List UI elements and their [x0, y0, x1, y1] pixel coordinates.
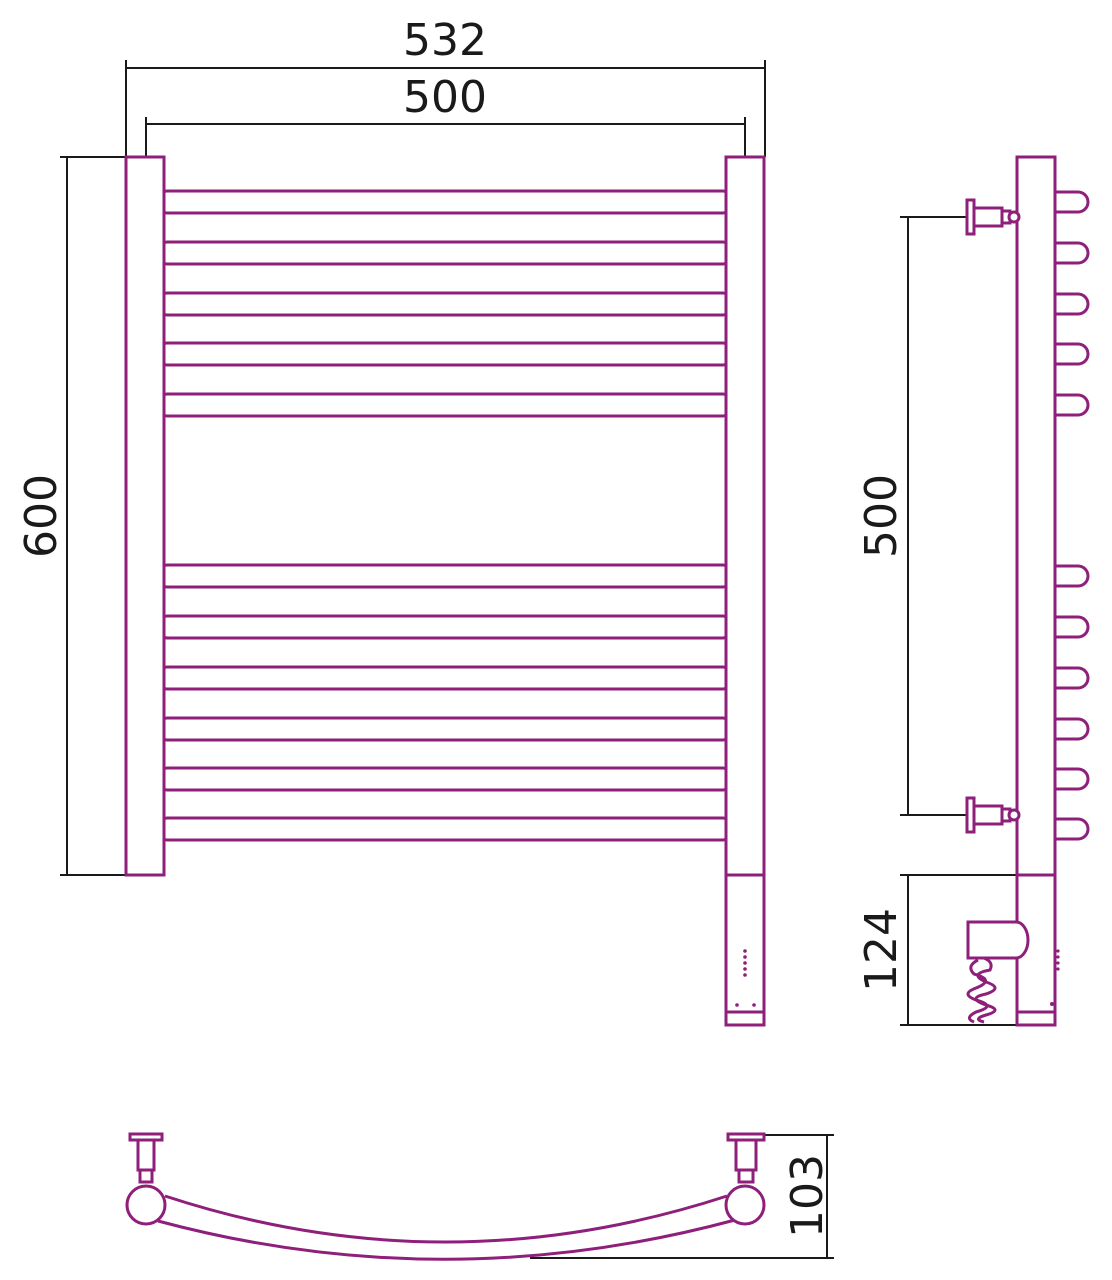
label-overall-width: 532 — [403, 15, 487, 66]
dimension-side-center-height: 500 — [856, 216, 968, 816]
dimension-depth: 103 — [530, 1134, 834, 1259]
right-upright — [724, 155, 766, 1027]
rail-loop-4 — [1055, 342, 1090, 366]
side-rail-loops — [1055, 190, 1090, 841]
rail-loop-6 — [1055, 564, 1090, 588]
front-crossbars — [158, 189, 732, 842]
rail-loop-11 — [1055, 817, 1090, 841]
crossbar-5 — [158, 392, 732, 418]
crossbar-3 — [158, 291, 732, 317]
wall-mount-top — [965, 198, 1021, 236]
left-upright — [124, 155, 166, 877]
side-indicator-dots — [1050, 949, 1060, 1006]
crossbar-11 — [158, 816, 732, 842]
top-right-mount — [724, 1132, 766, 1226]
label-center-width: 500 — [403, 72, 487, 123]
label-side-center-height: 500 — [856, 474, 907, 558]
heater-indicator-dots — [735, 949, 756, 1007]
crossbar-10 — [158, 766, 732, 792]
rail-loop-3 — [1055, 292, 1090, 316]
rail-loop-9 — [1055, 717, 1090, 741]
crossbar-7 — [158, 614, 732, 640]
rail-loop-10 — [1055, 767, 1090, 791]
dimension-heater-height: 124 — [856, 874, 1017, 1026]
wall-mount-bottom — [965, 796, 1021, 834]
rail-loop-1 — [1055, 190, 1090, 214]
crossbar-9 — [158, 716, 732, 742]
dimension-center-width: 500 — [145, 72, 746, 157]
crossbar-1 — [158, 189, 732, 215]
rail-loop-8 — [1055, 666, 1090, 690]
label-height: 600 — [16, 474, 67, 558]
label-depth: 103 — [782, 1154, 833, 1238]
heater-plug — [966, 920, 1030, 1024]
dimension-height: 600 — [16, 156, 126, 876]
rail-loop-2 — [1055, 241, 1090, 265]
front-view: 532 500 600 — [16, 15, 766, 1027]
top-left-mount — [125, 1132, 167, 1226]
rail-loop-7 — [1055, 615, 1090, 639]
crossbar-6 — [158, 563, 732, 589]
curved-rail — [164, 1194, 728, 1244]
crossbar-2 — [158, 240, 732, 266]
crossbar-8 — [158, 665, 732, 691]
side-upright — [1015, 155, 1057, 1027]
side-view: 500 124 — [856, 155, 1090, 1027]
top-view: 103 — [125, 1132, 834, 1261]
rail-loop-5 — [1055, 393, 1090, 417]
dimension-overall-width: 532 — [125, 15, 766, 157]
crossbar-4 — [158, 341, 732, 367]
label-heater-height: 124 — [856, 908, 907, 992]
